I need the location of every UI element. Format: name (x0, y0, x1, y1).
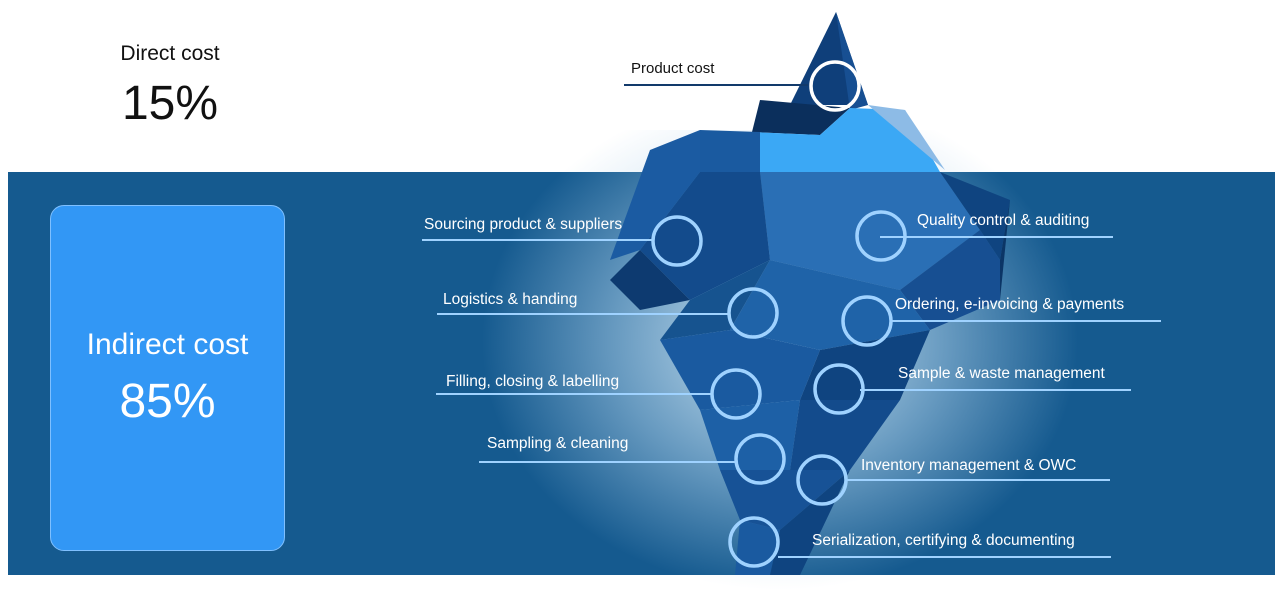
label-ordering-e-invoicing-payments: Ordering, e-invoicing & payments (895, 296, 1125, 313)
ring-sampling (734, 433, 786, 485)
label-product-cost: Product cost (631, 60, 715, 77)
iceberg-graphic (422, 12, 1161, 575)
ring-serialization (728, 516, 780, 568)
iceberg-infographic: Direct cost 15% Indirect cost 85% (8, 12, 1275, 600)
direct-cost-value: 15% (121, 77, 219, 130)
indirect-cost-value: 85% (119, 375, 216, 428)
iceberg-tip (752, 12, 945, 172)
label-logistics-handing: Logistics & handing (443, 291, 578, 308)
ring-logistics (727, 287, 779, 339)
label-sample-waste-management: Sample & waste management (898, 365, 1105, 382)
rings (651, 60, 907, 568)
label-sourcing-product-suppliers: Sourcing product & suppliers (424, 216, 623, 233)
label-inventory-management-owc: Inventory management & OWC (861, 457, 1077, 474)
indirect-cost-label: Indirect cost (86, 328, 249, 361)
label-serialization-certifying-documenting: Serialization, certifying & documenting (812, 532, 1075, 549)
ring-inventory (796, 454, 848, 506)
label-sampling-cleaning: Sampling & cleaning (487, 435, 629, 452)
ring-ordering (841, 295, 893, 347)
label-filling-closing-labelling: Filling, closing & labelling (446, 373, 620, 390)
iceberg-body (610, 130, 1010, 575)
ring-sourcing (651, 215, 703, 267)
direct-cost-label: Direct cost (120, 42, 220, 65)
ring-filling (710, 368, 762, 420)
leader-lines (422, 84, 1161, 558)
ring-sample-waste (813, 363, 865, 415)
ring-quality (855, 210, 907, 262)
ring-product-cost (809, 60, 861, 112)
label-quality-control-auditing: Quality control & auditing (917, 212, 1090, 229)
indirect-cost-panel: Indirect cost 85% (50, 205, 285, 551)
